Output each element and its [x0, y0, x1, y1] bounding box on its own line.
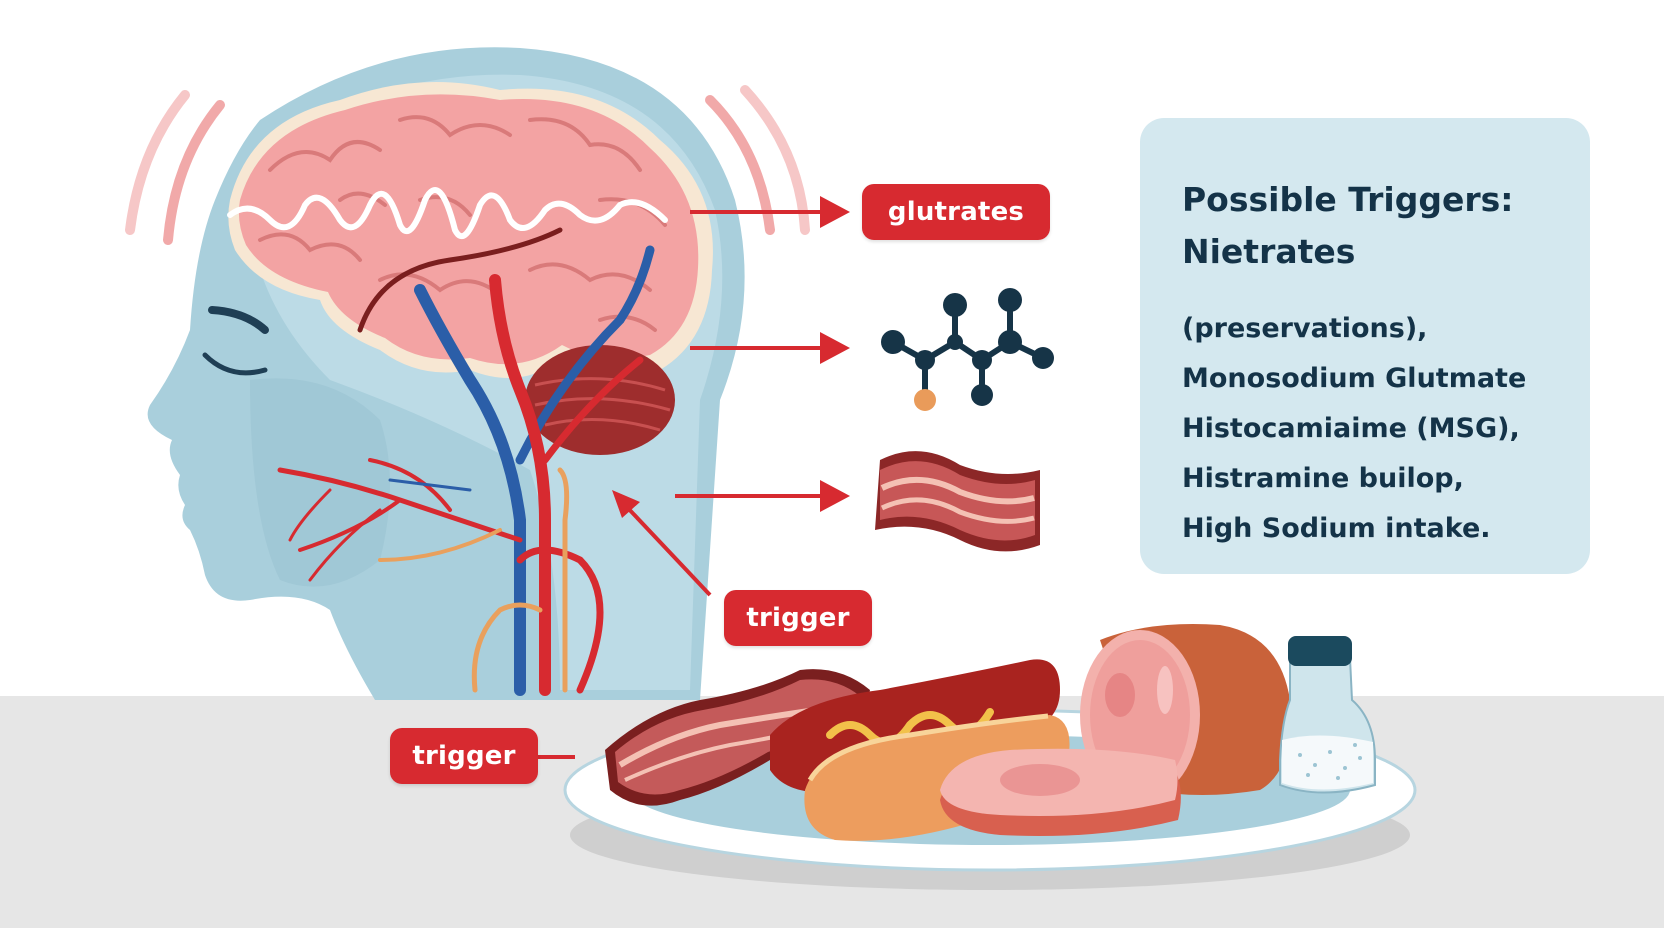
- arrow-to-glutrates-icon: [690, 196, 850, 228]
- trigger-plate-label: trigger: [390, 728, 538, 784]
- sliced-meat-icon: [940, 748, 1181, 836]
- panel-line: Histramine builop,: [1182, 463, 1464, 494]
- arrow-to-molecule-icon: [690, 332, 850, 364]
- blood-vessels: [277, 245, 655, 696]
- panel-title-line1: Possible Triggers:: [1182, 180, 1514, 219]
- panel-line: Histocamiaime (MSG),: [1182, 413, 1520, 444]
- panel-title-line2: Nietrates: [1182, 232, 1356, 271]
- bacon-on-plate-icon: [605, 669, 870, 806]
- triggers-panel: Possible Triggers: Nietrates (preservati…: [1140, 118, 1590, 574]
- closed-eye: [208, 306, 269, 334]
- trigger-neck-label: trigger: [724, 590, 872, 646]
- panel-line: High Sodium intake.: [1182, 513, 1491, 544]
- molecule-icon: [881, 288, 1054, 411]
- glutrates-label: glutrates: [862, 184, 1050, 240]
- arrow-trigger-neck-icon: [612, 490, 712, 597]
- salt-shaker-icon: [1279, 636, 1376, 794]
- brain-icon: [227, 82, 713, 455]
- pain-wave-line: [227, 187, 668, 239]
- panel-line: (preservations),: [1182, 313, 1428, 344]
- bacon-icon: [875, 451, 1040, 552]
- arrow-to-bacon-icon: [675, 480, 850, 512]
- panel-body: (preservations), Monosodium Glutmate His…: [1182, 304, 1570, 554]
- panel-line: Monosodium Glutmate: [1182, 363, 1527, 394]
